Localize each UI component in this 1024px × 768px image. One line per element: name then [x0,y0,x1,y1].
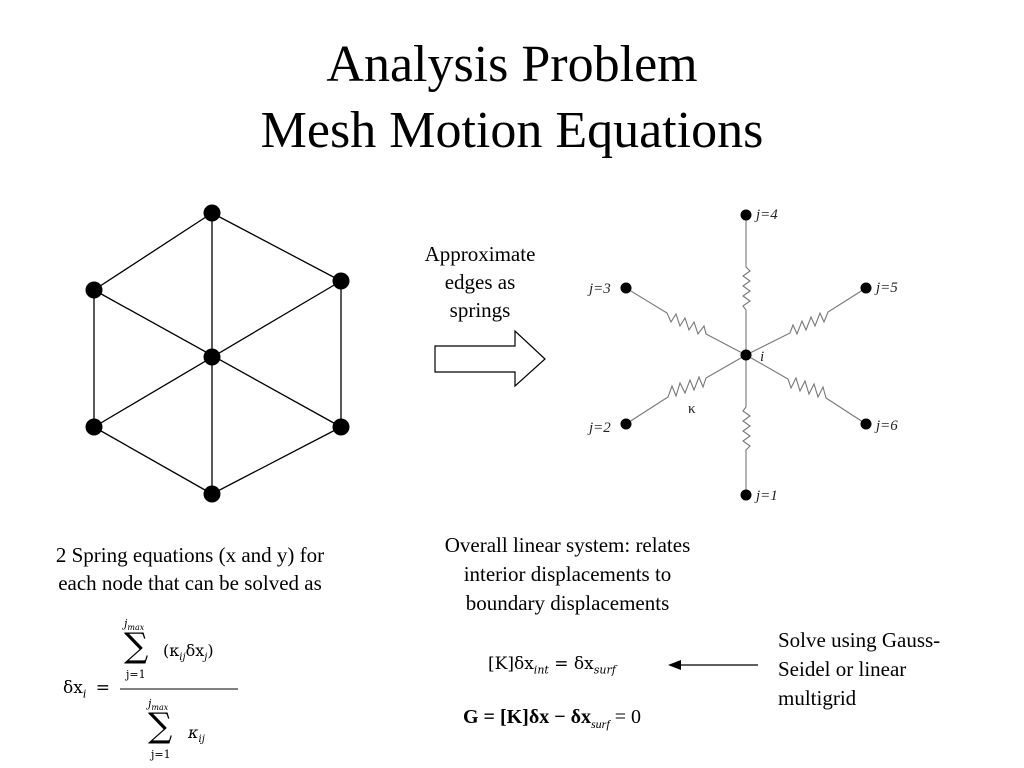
left-caption-line: each node that can be solved as [58,571,322,595]
mesh-edge [211,426,342,495]
spring-node-j2 [620,418,632,430]
residual-equation: G = [K]δx − δxsurf = 0 [463,706,641,731]
right-caption-line: multigrid [778,686,857,710]
arrow-caption-line: springs [449,298,511,322]
eq-num-sigma: ∑ [124,626,149,666]
left-caption: 2 Spring equations (x and y) for each no… [10,541,370,597]
label-j2: j=2 [587,420,611,436]
middle-caption-line: interior displacements to [463,562,672,586]
mesh-node [332,272,350,290]
spring-node-j3 [620,282,632,294]
label-i: i [760,349,764,365]
page-title-line2: Mesh Motion Equations [260,102,764,159]
eq-num-term: (κijδxj) [163,641,214,664]
eq-num-upper: jmax [124,617,145,633]
mesh-nodes [85,204,350,503]
spring-j5 [745,287,867,356]
system-equation: [K]δxint = δxsurf [488,654,616,677]
middle-caption-line: boundary displacements [465,591,670,615]
left-caption-line: 2 Spring equations (x and y) for [55,543,325,567]
eq-den-sigma: ∑ [148,706,173,746]
spring-node-j4 [740,209,752,221]
arrow-caption: Approximate edges as springs [400,240,560,324]
spring-node-center [740,349,752,361]
mesh-node [85,281,103,299]
eq-den-lower: j=1 [151,748,171,761]
mesh-node [203,485,221,503]
label-j5: j=5 [874,280,898,296]
spring-j1 [742,355,751,495]
spring-j2 [625,354,747,425]
mesh-node [85,418,103,436]
label-j4: j=4 [754,207,778,223]
label-kappa: κ [688,401,696,417]
pointer-arrow-head [668,660,681,670]
page-title-line1: Analysis Problem [326,36,698,93]
middle-caption: Overall linear system: relates interior … [395,531,740,618]
right-caption-line: Solve using Gauss- [778,628,941,652]
eq-num-lower: j=1 [126,668,146,681]
mesh-edge [93,212,213,291]
label-j6: j=6 [874,418,898,434]
label-j1: j=1 [754,488,778,504]
mesh-node [203,204,221,222]
mesh-node-center [203,348,221,366]
mesh-node [332,418,350,436]
label-j3: j=3 [587,281,611,297]
eq-lhs: δxi = [63,678,111,701]
arrow-caption-line: Approximate [424,242,536,266]
middle-caption-line: Overall linear system: relates [444,533,691,557]
right-caption: Solve using Gauss- Seidel or linear mult… [778,626,998,713]
mesh-edge [211,212,342,282]
spring-j4 [742,215,751,355]
spring-diagram [625,215,867,495]
spring-j6 [745,354,867,425]
eq-den-upper: jmax [148,697,169,713]
mesh-edge [93,426,213,495]
arrow-caption-line: edges as [444,270,516,294]
spring-nodes [620,209,872,501]
spring-node-j5 [860,282,872,294]
block-arrow [434,329,546,388]
eq-den-term: κij [188,723,205,746]
spring-node-j6 [860,418,872,430]
spring-j3 [625,287,747,356]
spring-node-j1 [740,489,752,501]
right-caption-line: Seidel or linear [778,657,907,681]
